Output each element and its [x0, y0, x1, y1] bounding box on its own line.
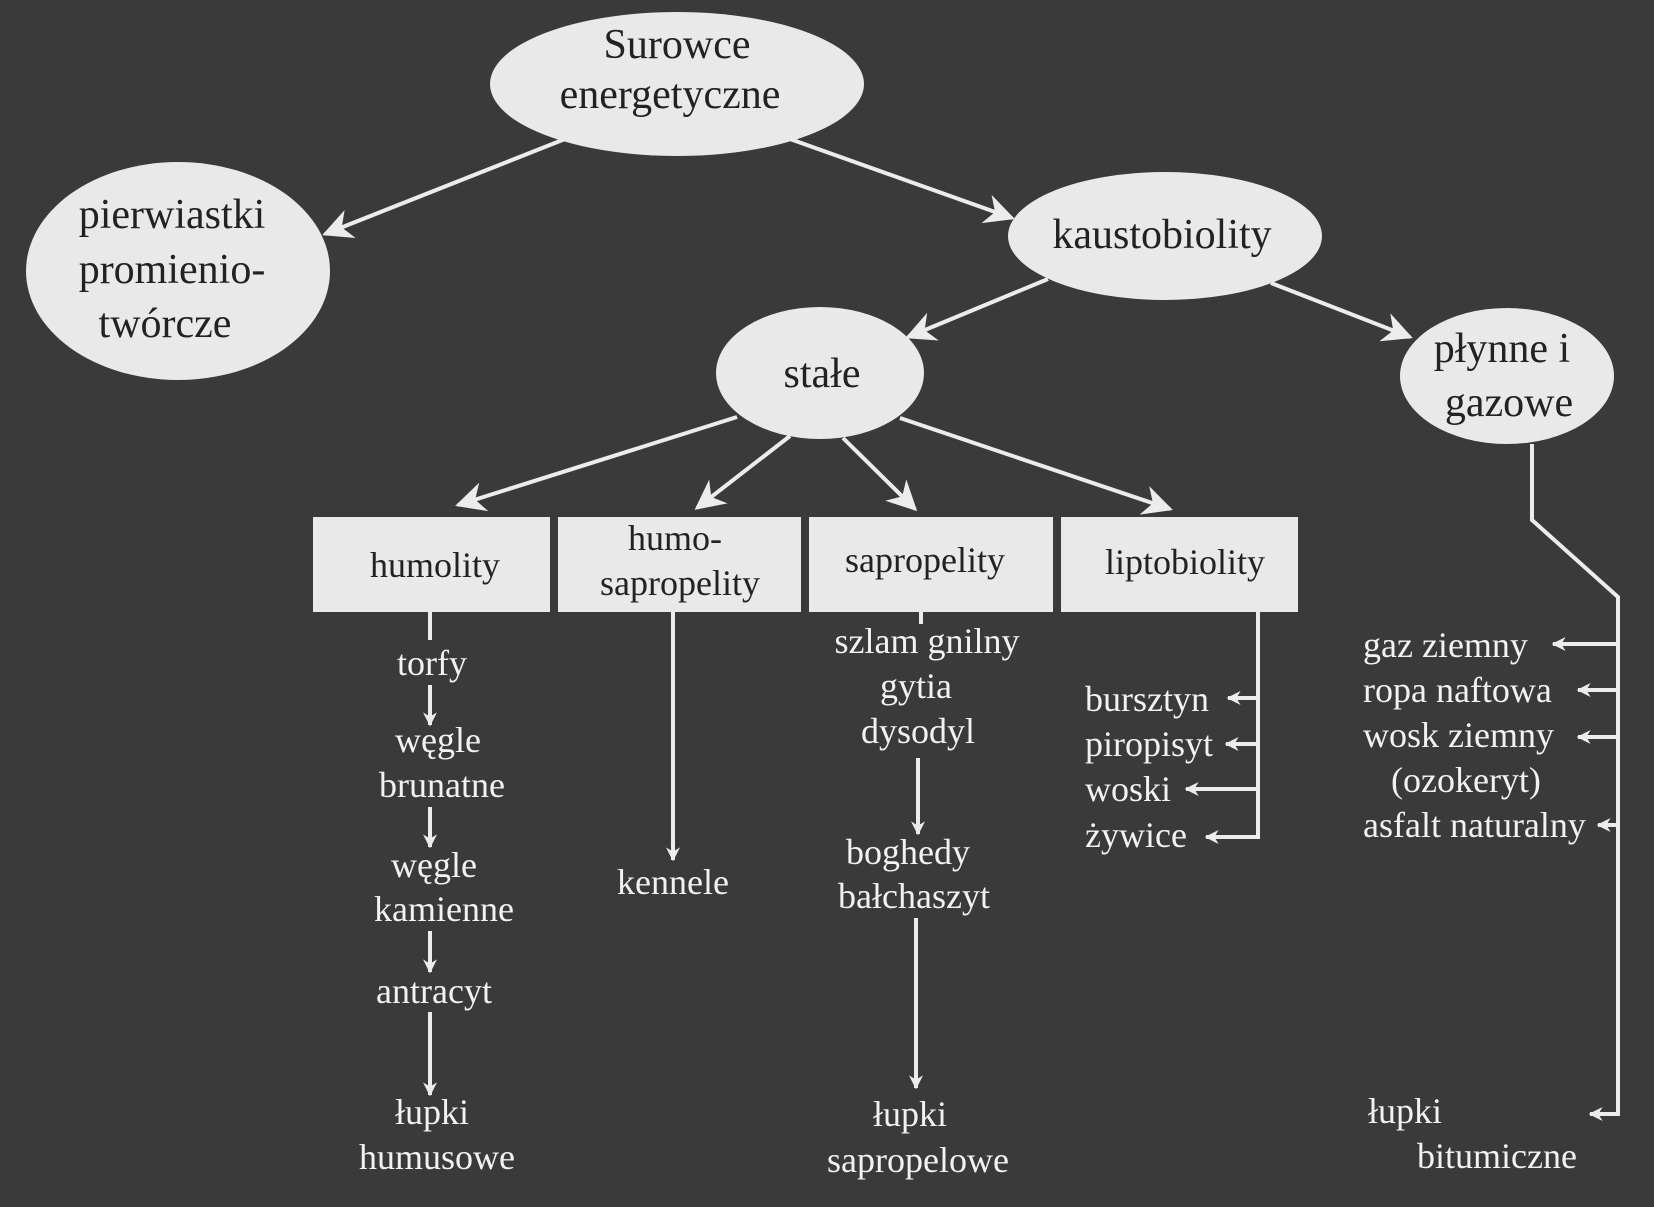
node-radioactive-elements: pierwiastki promienio- twórcze [26, 162, 330, 380]
liquid-gas-chain: gaz ziemny ropa naftowa wosk ziemny (ozo… [1363, 444, 1620, 1176]
item-bursztyn: bursztyn [1085, 679, 1209, 719]
item-ozokeryt: (ozokeryt) [1391, 760, 1541, 800]
item-torfy: torfy [397, 643, 467, 683]
humolity-label: humolity [370, 545, 500, 585]
arrow-stale-liptobiolity [899, 416, 1173, 515]
arrow-kaustobiolity-stale [905, 277, 1049, 341]
node-kaustobiolity: kaustobiolity [1008, 172, 1322, 300]
item-szlam-gnilny: szlam gnilny [835, 621, 1020, 661]
item-ropa-naftowa: ropa naftowa [1363, 670, 1552, 710]
arrow-stale-sapropelity [841, 436, 918, 512]
item-zywice: żywice [1085, 815, 1187, 855]
item-wegle-brunatne-line1: węgle [395, 720, 481, 760]
item-kennele: kennele [617, 862, 729, 902]
item-woski: woski [1085, 769, 1171, 809]
liquid-gas-line1: płynne i [1434, 326, 1570, 372]
item-lupki-bitumiczne-line2: bitumiczne [1417, 1136, 1577, 1176]
node-stale: stałe [716, 307, 924, 439]
item-lupki-sapropelowe-line1: łupki [873, 1094, 947, 1134]
item-piropisyt: piropisyt [1085, 724, 1213, 764]
humosapropelity-line2: sapropelity [600, 563, 760, 603]
radioactive-line1: pierwiastki [79, 192, 266, 238]
item-lupki-sapropelowe-line2: sapropelowe [827, 1140, 1009, 1180]
item-wegle-kamienne-line2: kamienne [374, 889, 514, 929]
box-humosapropelity: humo- sapropelity [558, 517, 801, 612]
arrow-root-radioactive [322, 137, 566, 239]
item-lupki-bitumiczne-line1: łupki [1368, 1091, 1442, 1131]
root-line2: energetyczne [560, 72, 781, 118]
humosapropelity-line1: humo- [628, 518, 722, 558]
box-liptobiolity: liptobiolity [1061, 517, 1298, 612]
item-gaz-ziemny: gaz ziemny [1363, 625, 1528, 665]
arrow-stale-humosapropelity [694, 434, 792, 510]
root-line1: Surowce [604, 22, 751, 68]
item-balchaszyt: bałchaszyt [838, 876, 990, 916]
liquid-trunk [1530, 444, 1620, 1116]
item-lupki-humusowe-line2: humusowe [359, 1137, 515, 1177]
box-humolity: humolity [313, 517, 550, 612]
arrow-root-kaustobiolity [789, 137, 1015, 224]
radioactive-line3: twórcze [99, 301, 232, 347]
box-sapropelity: sapropelity [809, 517, 1053, 612]
humolity-chain: torfy węgle brunatne węgle kamienne antr… [359, 612, 515, 1177]
upper-arrows [322, 137, 1413, 515]
stale-label: stałe [784, 351, 861, 397]
radioactive-line2: promienio- [79, 247, 266, 293]
item-antracyt: antracyt [376, 971, 492, 1011]
arrow-stale-humolity [455, 415, 738, 512]
sapropelity-chain: szlam gnilny gytia dysodyl boghedy bałch… [827, 612, 1019, 1180]
kaustobiolity-label: kaustobiolity [1052, 212, 1271, 258]
item-wegle-kamienne-line1: węgle [391, 845, 477, 885]
node-root: Surowce energetyczne [490, 12, 864, 156]
sapropelity-label: sapropelity [845, 540, 1005, 580]
item-wegle-brunatne-line2: brunatne [379, 765, 505, 805]
item-gytia: gytia [880, 666, 952, 706]
item-lupki-humusowe-line1: łupki [395, 1092, 469, 1132]
item-asfalt-naturalny: asfalt naturalny [1363, 805, 1586, 845]
liptobiolity-chain: bursztyn piropisyt woski żywice [1085, 612, 1260, 855]
liptobiolity-label: liptobiolity [1105, 542, 1265, 582]
liptobiolity-trunk [1236, 612, 1260, 839]
node-liquid-gas: płynne i gazowe [1400, 308, 1614, 444]
item-wosk-ziemny: wosk ziemny [1363, 715, 1554, 755]
liquid-gas-line2: gazowe [1445, 380, 1573, 426]
item-boghedy: boghedy [846, 832, 970, 872]
item-dysodyl: dysodyl [861, 711, 975, 751]
arrow-kaustobiolity-liquid [1270, 281, 1413, 342]
humosapropelity-chain: kennele [617, 612, 729, 902]
